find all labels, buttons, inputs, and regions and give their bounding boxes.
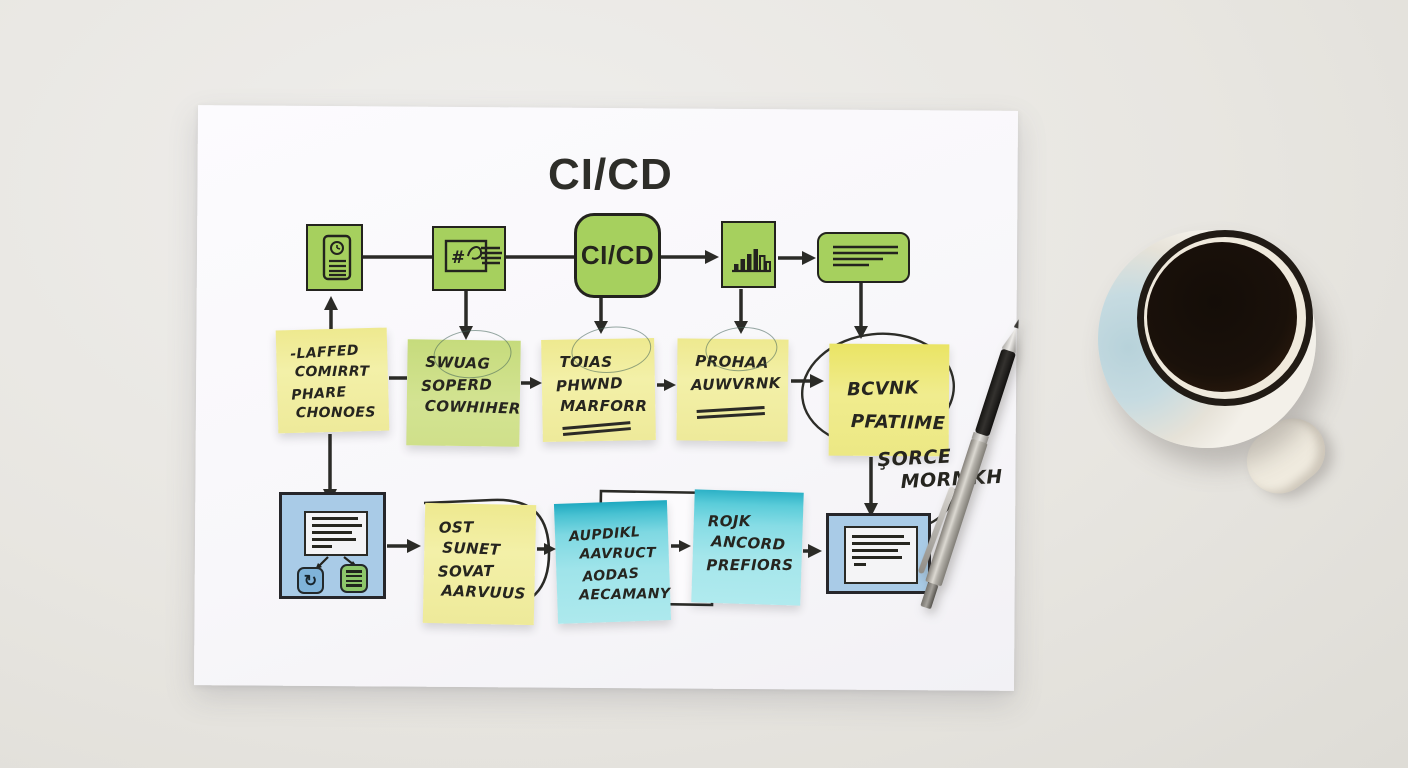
- stage-deploy-box: [817, 232, 910, 283]
- note-line: AECAMANY: [579, 585, 671, 604]
- bar-chart-icon: [732, 249, 771, 273]
- stage-commit-box: [306, 224, 363, 291]
- sticky-note-test: PROHAA AUWVRNK: [676, 324, 789, 442]
- report-box: [826, 513, 931, 594]
- cicd-box-label: CI/CD: [580, 240, 655, 270]
- pen-tip: [1014, 318, 1022, 328]
- coffee-mug: [1093, 226, 1339, 507]
- arrowhead: [808, 544, 822, 558]
- pen-cone: [1001, 325, 1023, 352]
- arrowhead: [544, 543, 556, 555]
- arrowhead: [679, 540, 691, 552]
- code-build-icon: #: [444, 239, 502, 273]
- arrowhead: [407, 539, 421, 553]
- note-line: SUNET: [442, 538, 501, 559]
- note-line: BCVNK: [846, 377, 920, 401]
- stage-cicd-box: CI/CD: [574, 213, 661, 298]
- report-card-icon: [844, 526, 918, 584]
- commit-document-icon: [322, 234, 352, 281]
- list-doc-icon: [340, 564, 368, 593]
- svg-text:#: #: [451, 248, 465, 268]
- note-line: CHONOES: [295, 404, 376, 422]
- sticky-note-pipeline: TOIAS PHWND MARFORR: [541, 322, 656, 442]
- refresh-icon: ↻: [297, 567, 324, 594]
- pen-endcap: [919, 581, 939, 610]
- stage-build-box: #: [432, 226, 506, 291]
- arrowhead: [530, 377, 542, 389]
- note-line: SWUAG: [425, 352, 491, 373]
- note-line: TOIAS: [559, 352, 613, 371]
- arrowhead: [864, 503, 878, 517]
- text-lines-icon: [833, 245, 898, 267]
- double-underline: [562, 421, 631, 437]
- sticky-note-ost: OST SUNET SOVAT AARVUUS: [422, 502, 537, 626]
- refresh-glyph: ↻: [303, 572, 318, 590]
- arrowhead: [705, 250, 719, 264]
- note-line: ANCORD: [710, 531, 786, 554]
- note-line: OST: [438, 518, 474, 537]
- note-line: PFATIIME: [850, 411, 946, 435]
- note-line: ROJK: [707, 512, 751, 531]
- note-line: PROHAA: [695, 351, 770, 372]
- double-underline: [696, 405, 765, 419]
- arrowhead: [664, 379, 676, 391]
- note-line: PREFIORS: [706, 555, 794, 574]
- sticky-note-commit: -LAFFED COMIRRT PHARE CHONOES: [275, 327, 390, 434]
- arrowhead: [594, 321, 608, 334]
- sticky-note-approval: AUPDIKL AAVRUCT AODAS AECAMANY: [553, 500, 672, 624]
- diagram-title: CI/CD: [548, 150, 673, 199]
- note-line: SOVAT: [437, 561, 494, 581]
- arrowhead: [734, 321, 748, 334]
- arrowhead: [810, 374, 824, 388]
- note-line: AUWVRNK: [690, 373, 782, 394]
- arrowhead: [324, 296, 338, 310]
- coffee-surface: [1147, 242, 1297, 392]
- stage-test-box: [721, 221, 776, 288]
- note-line: SOPERD: [420, 375, 493, 395]
- sticky-note-build: SWUAG SOPERD COWHIHER: [406, 327, 522, 447]
- artifact-diagram-box: ↻: [279, 492, 386, 599]
- note-line: PHWND: [555, 373, 624, 396]
- document-card-icon: [304, 511, 368, 556]
- sticky-note-deploy: BCVNK PFATIIME: [828, 343, 950, 457]
- note-line: AARVUUS: [441, 581, 527, 603]
- arrowhead: [459, 326, 473, 340]
- sticky-note-record: ROJK ANCORD PREFIORS: [691, 489, 804, 606]
- note-line: COMIRRT: [294, 363, 370, 381]
- arrowhead: [854, 326, 868, 339]
- note-line: MARFORR: [560, 396, 648, 415]
- note-line: COWHIHER: [424, 396, 522, 418]
- arrowhead: [802, 251, 816, 265]
